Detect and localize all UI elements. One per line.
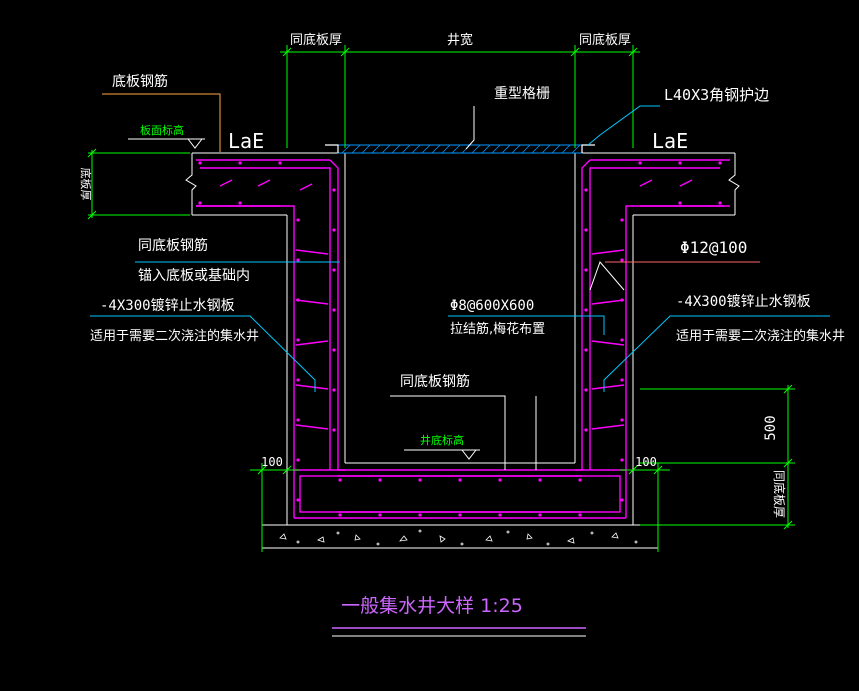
label-same-rebar: 同底板钢筋	[138, 237, 208, 254]
dimension-lines	[87, 45, 795, 552]
grating	[325, 144, 595, 154]
annotation-texts: 底板钢筋 板面标高 LaE LaE 重型格栅 L40X3角钢护边 同底板钢筋 锚…	[90, 73, 845, 447]
label-waterstop-right-2: 适用于需要二次浇注的集水井	[676, 328, 845, 344]
label-same-rebar-bottom: 同底板钢筋	[400, 373, 470, 390]
lean-concrete-hatch	[279, 529, 638, 546]
label-bottom-rebar: 底板钢筋	[112, 73, 168, 90]
label-waterstop-left-1: -4X300镀锌止水钢板	[100, 297, 235, 314]
leader-lines	[90, 93, 830, 470]
label-angle-steel-edge: L40X3角钢护边	[664, 86, 769, 104]
dim-slab-thickness: 底板厚	[79, 168, 93, 201]
dim-500: 500	[763, 415, 779, 440]
drawing-title: 一般集水井大样 1:25	[341, 595, 523, 617]
drawing-title-block: 一般集水井大样 1:25	[332, 595, 586, 637]
dimension-texts: 同底板厚 井宽 同底板厚 500 同底板厚 100 100 底板厚	[79, 32, 787, 518]
rebar-lines	[196, 159, 730, 519]
label-phi12-spacing: Φ12@100	[680, 238, 747, 257]
dim-left-100: 100	[261, 455, 283, 469]
label-tie-bar-spacing: Φ8@600X600	[450, 298, 534, 314]
label-waterstop-right-1: -4X300镀锌止水钢板	[676, 293, 811, 310]
label-lae-right: LaE	[652, 129, 688, 153]
label-anchor-into-base: 锚入底板或基础内	[138, 267, 250, 284]
label-tie-bar-layout: 拉结筋,梅花布置	[450, 321, 545, 337]
label-slab-top-level: 板面标高	[140, 123, 184, 137]
label-waterstop-left-2: 适用于需要二次浇注的集水井	[90, 328, 259, 344]
rebar-dots	[198, 161, 722, 517]
dim-top-right-thickness: 同底板厚	[579, 32, 631, 48]
label-heavy-grating: 重型格栅	[494, 86, 550, 102]
dim-right-slab-thickness: 同底板厚	[772, 470, 787, 518]
dim-right-100: 100	[635, 455, 657, 469]
level-markers	[128, 138, 480, 460]
dim-top-left-thickness: 同底板厚	[290, 32, 342, 48]
concrete-outline	[185, 152, 740, 549]
dim-pit-width: 井宽	[447, 32, 473, 48]
label-pit-bottom-level: 井底标高	[420, 433, 464, 447]
label-lae-left: LaE	[228, 129, 264, 153]
